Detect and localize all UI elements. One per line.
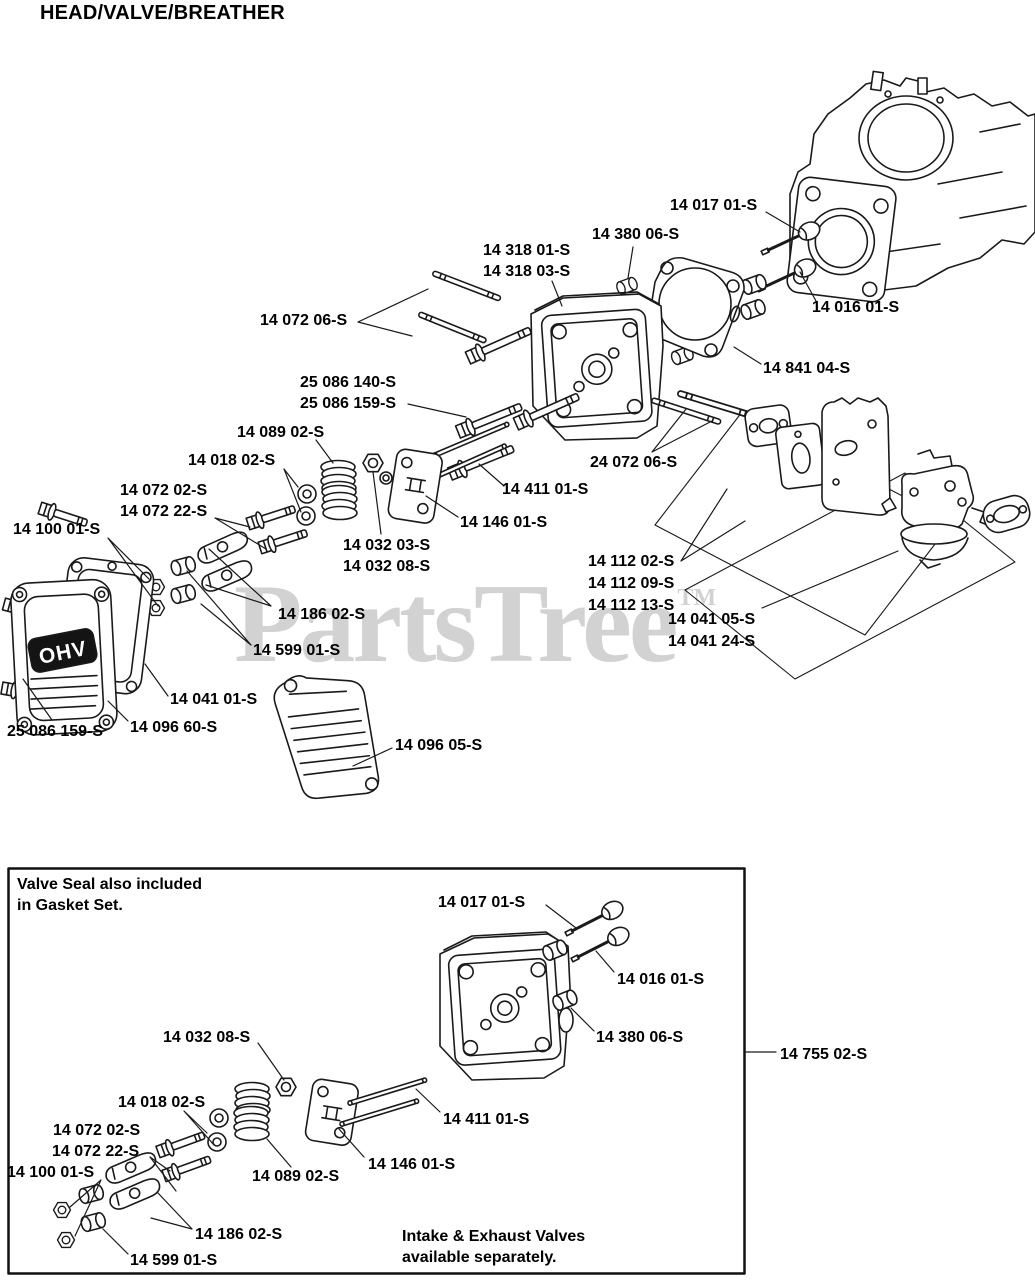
breather-cover-drawing [273, 675, 380, 800]
part-label: 14 072 02-S [120, 482, 208, 499]
part-label: 14 096 05-S [395, 737, 483, 754]
inset-box [7, 867, 746, 1275]
part-label: 14 380 06-S [596, 1029, 684, 1046]
part-label: 14 018 02-S [118, 1094, 206, 1111]
inset-note-top-line2: in Gasket Set. [17, 897, 123, 914]
watermark-tm: TM [677, 585, 717, 611]
part-label: 14 112 02-S [588, 553, 675, 570]
inset-note-bottom-line1: Intake & Exhaust Valves [402, 1228, 586, 1245]
inset-note-bottom-line2: available separately. [402, 1249, 557, 1266]
part-label: 14 100 01-S [13, 521, 101, 538]
part-label: 14 016 01-S [617, 971, 705, 988]
part-label: 14 096 60-S [130, 719, 218, 736]
part-label: 14 072 22-S [52, 1143, 140, 1160]
part-label: 14 041 24-S [668, 633, 756, 650]
part-label: 14 186 02-S [195, 1226, 283, 1243]
part-label: 14 755 02-S [780, 1046, 868, 1063]
part-label: 14 072 02-S [53, 1122, 141, 1139]
cylinder-head-drawing [530, 291, 664, 441]
part-label: 14 072 22-S [120, 503, 208, 520]
part-label: 25 086 159-S [7, 723, 104, 740]
page-title: HEAD/VALVE/BREATHER [40, 2, 285, 24]
part-label: 14 100 01-S [7, 1164, 95, 1181]
part-label: 14 380 06-S [592, 226, 680, 243]
carb-gasket-drawing [982, 494, 1031, 534]
part-label: 14 146 01-S [368, 1156, 456, 1173]
crankcase-drawing [786, 70, 1035, 303]
spring-seal-drawing [296, 453, 393, 526]
part-label: 14 599 01-S [130, 1252, 218, 1269]
part-label: 14 146 01-S [460, 514, 548, 531]
carburetor-drawing [881, 449, 991, 569]
part-label: 14 318 03-S [483, 263, 571, 280]
part-label: 25 086 159-S [300, 395, 397, 412]
part-label: 14 112 09-S [588, 575, 675, 592]
part-label: 14 018 02-S [188, 452, 276, 469]
part-label: 14 186 02-S [278, 606, 366, 623]
part-label: 14 016 01-S [812, 299, 900, 316]
part-label: 14 599 01-S [253, 642, 341, 659]
part-label: 14 041 05-S [668, 611, 756, 628]
part-label: 14 032 03-S [343, 537, 431, 554]
part-label: 14 032 08-S [163, 1029, 251, 1046]
part-label: 14 089 02-S [237, 424, 325, 441]
inset-note-top-line1: Valve Seal also included [17, 876, 202, 893]
part-label: 14 318 01-S [483, 242, 571, 259]
part-label: 14 032 08-S [343, 558, 431, 575]
part-label: 14 841 04-S [763, 360, 851, 377]
watermark-text: PartsTree [234, 562, 679, 686]
breather-plate-drawing [387, 448, 443, 524]
inset-breather-plate-drawing [304, 1078, 359, 1146]
head-gasket-drawing [647, 256, 745, 358]
part-label: 14 041 01-S [170, 691, 258, 708]
part-label: 14 017 01-S [438, 894, 526, 911]
part-label: 14 089 02-S [252, 1168, 340, 1185]
inset-head-drawing [439, 931, 574, 1081]
part-label: 14 072 06-S [260, 312, 348, 329]
valve-cover-drawing: OHV [10, 578, 118, 736]
part-label: 14 017 01-S [670, 197, 758, 214]
part-label: 25 086 140-S [300, 374, 397, 391]
part-label: 14 112 13-S [588, 597, 675, 614]
part-label: 14 411 01-S [443, 1111, 530, 1128]
part-label: 14 411 01-S [502, 481, 589, 498]
part-label: 24 072 06-S [590, 454, 678, 471]
leader-lines [22, 211, 899, 1255]
